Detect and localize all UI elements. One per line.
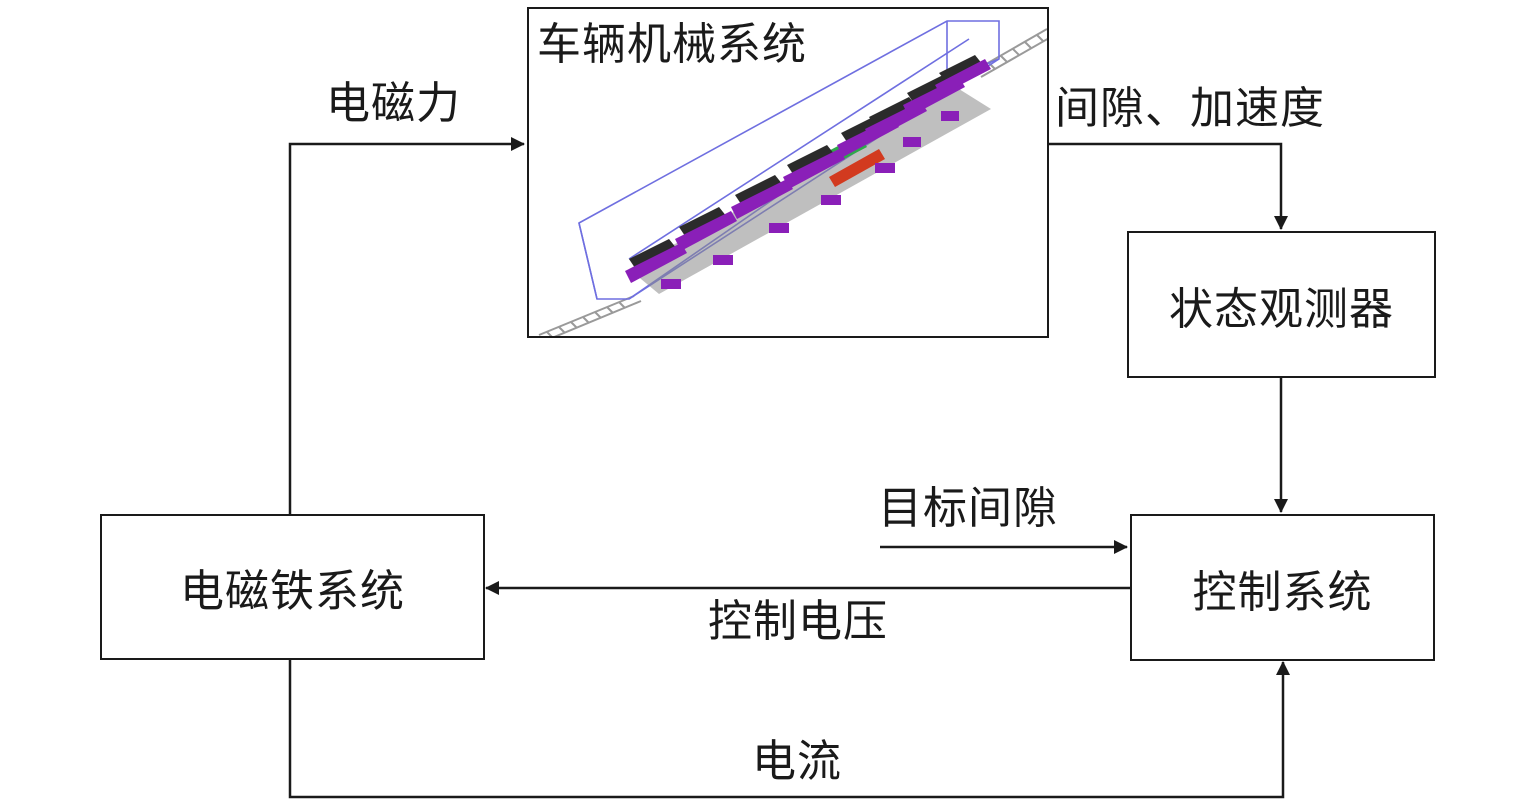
current-arrow (288, 660, 1290, 799)
bogie-2 (675, 207, 737, 265)
gap-acceleration-arrow (1049, 142, 1288, 230)
track-lower (538, 295, 642, 336)
chassis-band (629, 89, 991, 294)
control-system-block: 控制系统 (1130, 514, 1435, 661)
bogie-modules (625, 55, 991, 289)
gap-acceleration-label: 间隙、加速度 (1055, 83, 1325, 134)
state-observer-block: 状态观测器 (1127, 231, 1436, 378)
electromagnet-system-label: 电磁铁系统 (180, 566, 405, 617)
target-gap-label: 目标间隙 (878, 483, 1058, 534)
current-label: 电流 (752, 736, 842, 787)
electromagnet-system-block: 电磁铁系统 (100, 514, 485, 660)
state-observer-label: 状态观测器 (1169, 283, 1394, 335)
control-system-label: 控制系统 (1192, 566, 1373, 618)
bogie-4 (783, 145, 845, 205)
control-voltage-label: 控制电压 (708, 596, 888, 647)
vehicle-block-title: 车辆机械系统 (537, 19, 807, 70)
bogie-1 (625, 239, 687, 289)
force-arrow (288, 137, 525, 514)
vehicle-mechanical-system-block: 车辆机械系统 (527, 7, 1049, 338)
electromagnetic-force-label: 电磁力 (326, 78, 461, 129)
bogie-8 (935, 55, 991, 95)
bogie-3 (731, 175, 793, 233)
maglev-vehicle-model-image (538, 20, 1047, 336)
